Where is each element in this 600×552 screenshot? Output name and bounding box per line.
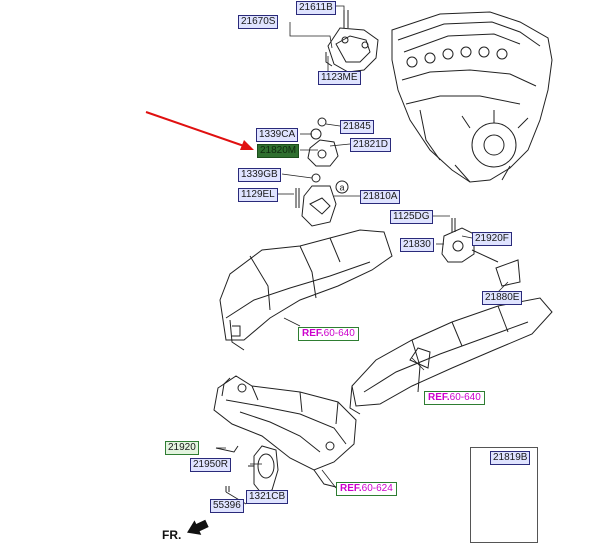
part-label-21920[interactable]: 21920 <box>165 441 199 455</box>
callout-a-text: a <box>339 183 344 193</box>
part-label-1129el[interactable]: 1129EL <box>238 188 278 202</box>
mount-21830 <box>441 218 521 287</box>
engine-block <box>391 11 553 183</box>
part-label-21830[interactable]: 21830 <box>400 238 434 252</box>
part-label-21810a[interactable]: 21810A <box>360 190 401 204</box>
part-label-21820m-highlighted[interactable]: 21820M <box>257 144 300 158</box>
part-label-1123me[interactable]: 1123ME <box>318 71 361 85</box>
ref-prefix: REF. <box>302 328 324 339</box>
pointer-arrow <box>145 111 254 150</box>
crossmember <box>213 375 357 489</box>
part-label-55396[interactable]: 55396 <box>210 499 244 513</box>
subframe-member-left <box>219 229 393 351</box>
part-label-21819b[interactable]: 21819B <box>490 451 531 465</box>
part-label-21611b[interactable]: 21611B <box>296 1 336 15</box>
ref-label-60-624[interactable]: REF.60-624 <box>336 482 397 496</box>
ref-code: 60-640 <box>449 392 481 403</box>
part-label-1125dg[interactable]: 1125DG <box>390 210 433 224</box>
part-label-1321cb[interactable]: 1321CB <box>246 490 289 504</box>
part-label-21920f[interactable]: 21920F <box>472 232 512 246</box>
ref-prefix: REF. <box>428 392 450 403</box>
ref-code: 60-640 <box>323 328 355 339</box>
part-label-21821d[interactable]: 21821D <box>350 138 392 152</box>
leader-lines <box>216 5 509 505</box>
part-label-1339ca[interactable]: 1339CA <box>256 128 299 142</box>
ref-label-60-640-upper[interactable]: REF.60-640 <box>298 327 359 341</box>
part-label-1339gb[interactable]: 1339GB <box>238 168 281 182</box>
ref-label-60-640-lower[interactable]: REF.60-640 <box>424 391 485 405</box>
upper-mount-parts <box>295 117 339 227</box>
part-label-21670s[interactable]: 21670S <box>238 15 279 29</box>
direction-arrow <box>187 519 209 535</box>
part-label-21845[interactable]: 21845 <box>340 120 374 134</box>
part-label-21880e[interactable]: 21880E <box>482 291 523 305</box>
part-label-21950r[interactable]: 21950R <box>190 458 232 472</box>
callout-a-circle <box>335 180 349 194</box>
ref-prefix: REF. <box>340 483 362 494</box>
front-direction-label: FR. <box>162 528 182 542</box>
ref-code: 60-624 <box>361 483 393 494</box>
bracket-21670s <box>325 10 379 73</box>
